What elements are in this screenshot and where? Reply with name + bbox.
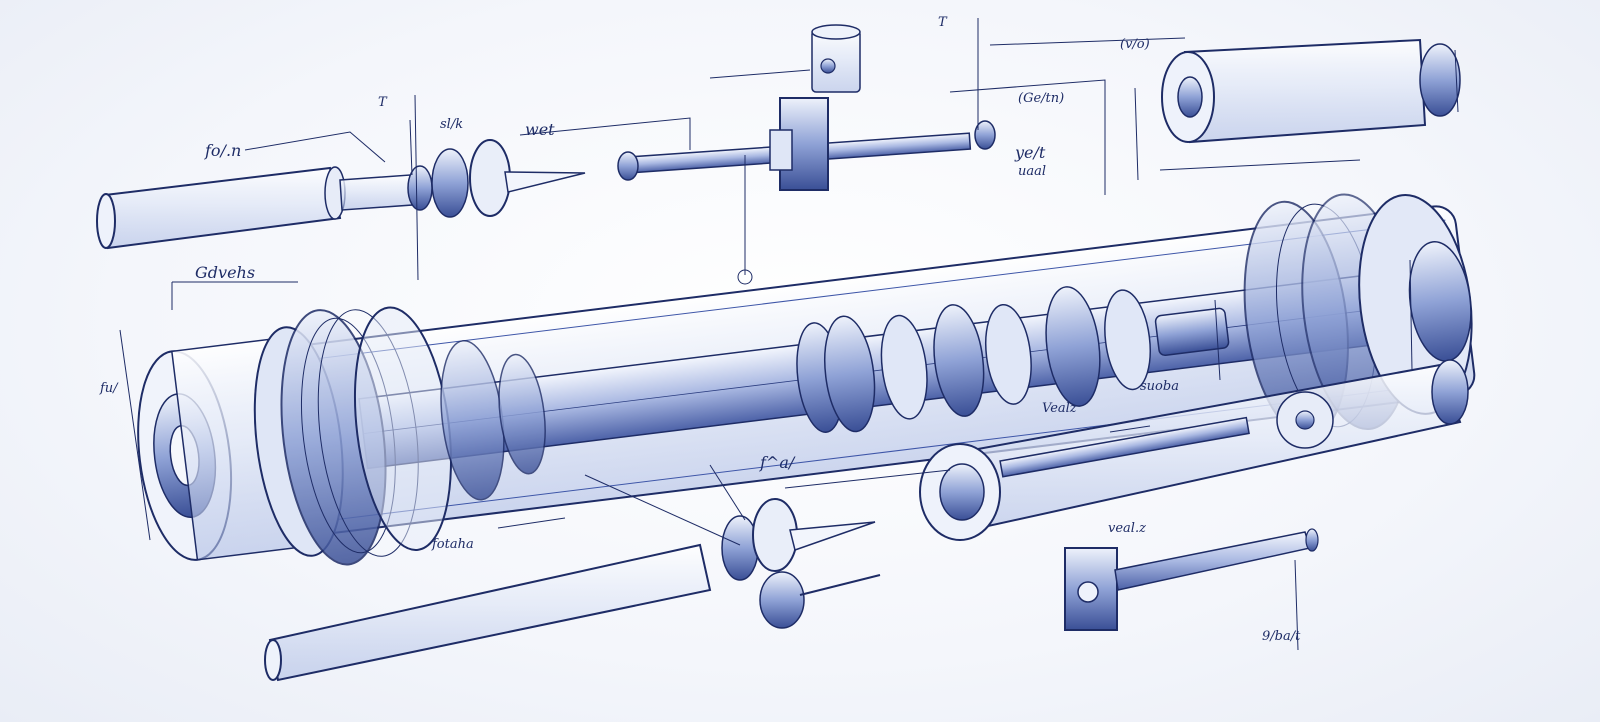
label-top-left-d: wet — [525, 120, 555, 139]
top-left-rod — [96, 139, 586, 250]
label-right-a: Vealz — [1042, 401, 1077, 416]
top-right-cartridge — [1161, 38, 1461, 144]
label-right-b: suoba — [1140, 379, 1179, 394]
lower-right-tube — [919, 359, 1469, 541]
label-top-center-b: (Ge/tn) — [1018, 91, 1064, 106]
leader-lines — [119, 18, 1413, 651]
label-top-left-c: sl/k — [440, 117, 463, 132]
label-top-right: (v/o) — [1120, 37, 1150, 52]
label-top-center-a: T — [938, 15, 948, 30]
label-center-b: fotaha — [431, 537, 474, 552]
label-mid-right-a: ye/t — [1014, 143, 1046, 162]
left-flange-stack — [137, 306, 546, 566]
label-top-left-a: fo/.n — [204, 141, 241, 160]
top-center-rod — [617, 24, 996, 191]
label-bottom-right-b: 9/ba/t — [1262, 629, 1301, 644]
label-center-a: f^a/ — [759, 453, 796, 472]
lower-left-rod — [264, 498, 881, 682]
label-left-a: Gdvehs — [195, 263, 255, 282]
label-left-b: fu/ — [99, 381, 119, 396]
main-cylinder-assembly — [137, 193, 1476, 566]
label-bottom-right-a: veal.z — [1108, 521, 1146, 536]
center-couplings — [796, 286, 1230, 433]
annotation-labels: fo/.n T sl/k wet T (Ge/tn) (v/o) ye/t ua… — [99, 15, 1301, 644]
bottom-right-rod — [1064, 528, 1319, 631]
label-top-left-b: T — [378, 95, 388, 110]
label-mid-right-b: uaal — [1018, 164, 1046, 179]
